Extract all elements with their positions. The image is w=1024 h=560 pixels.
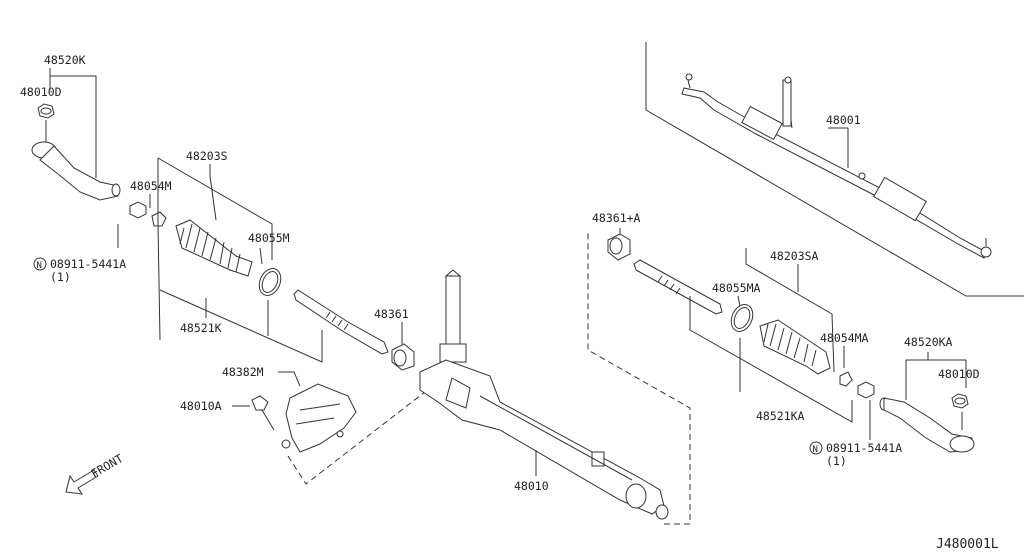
label-nut-left: 48010D [20,85,62,99]
gear-assembly-part[interactable] [419,269,669,520]
label-bushing-left: 48361 [374,307,409,321]
n-circle-symbol-left: N [37,261,42,271]
clip-left-part[interactable] [151,211,167,227]
label-inner-socket-right: 48521KA [756,409,805,423]
nut-icon-right-top[interactable] [951,393,969,409]
inner-socket-left-part[interactable] [293,289,389,355]
tie-rod-end-right-part[interactable] [879,397,975,453]
insulator-part[interactable] [281,383,357,453]
label-nut-note-right: 08911-5441A [826,441,902,455]
front-arrow-icon [65,469,99,495]
label-gear-assembly: 48010 [514,479,549,493]
label-insulator: 48382M [222,365,264,379]
label-overview-assembly: 48001 [826,113,861,127]
left-tie-rod-group: 48520K 48010D 48054M N 08911-5441A (1) [20,53,172,284]
inner-socket-right-part[interactable] [633,259,723,315]
tie-rod-end-left-part[interactable] [31,141,121,201]
left-boot-group: 48203S 48055M 48521K [157,149,389,363]
label-nut-note-left: 08911-5441A [50,257,126,271]
label-bushing-right: 48361+A [592,211,641,225]
boot-left-part[interactable] [175,219,253,277]
label-qty-right: (1) [826,454,847,468]
label-tie-rod-end-left: 48520K [44,53,86,67]
right-tie-rod-group: 48520KA 48010D N 08911-5441A (1) [809,335,980,468]
bolt-part[interactable] [251,395,275,431]
n-circle-symbol-right: N [813,445,818,455]
clip-right-part[interactable] [839,371,853,387]
bushing-left-part[interactable] [391,343,415,371]
band-right-part[interactable] [727,301,757,335]
label-nut-right: 48010D [938,367,980,381]
band-left-part[interactable] [255,265,285,299]
label-inner-socket-left: 48521K [180,321,222,335]
label-band-left: 48055M [248,231,290,245]
label-clip-left: 48054M [130,179,172,193]
front-label: FRONT [89,451,126,480]
boot-right-part[interactable] [759,319,831,375]
label-bolt: 48010A [180,399,222,413]
label-band-right: 48055MA [712,281,761,295]
overview-rack-assembly[interactable] [681,73,992,259]
nut-left-lower[interactable] [129,201,147,219]
label-boot-right: 48203SA [770,249,819,263]
bushing-right-part[interactable] [607,233,631,261]
label-tie-rod-end-right: 48520KA [904,335,953,349]
right-boot-group: 48203SA 48055MA 48054MA 48521KA [633,248,869,423]
diagram-code: J480001L [936,537,999,552]
label-qty-left: (1) [50,270,71,284]
overview-panel: 48001 [645,42,1024,297]
nut-right-lower[interactable] [857,381,875,399]
label-clip-right: 48054MA [820,331,869,345]
label-boot-left: 48203S [186,149,228,163]
nut-icon-left-top[interactable] [37,103,55,119]
